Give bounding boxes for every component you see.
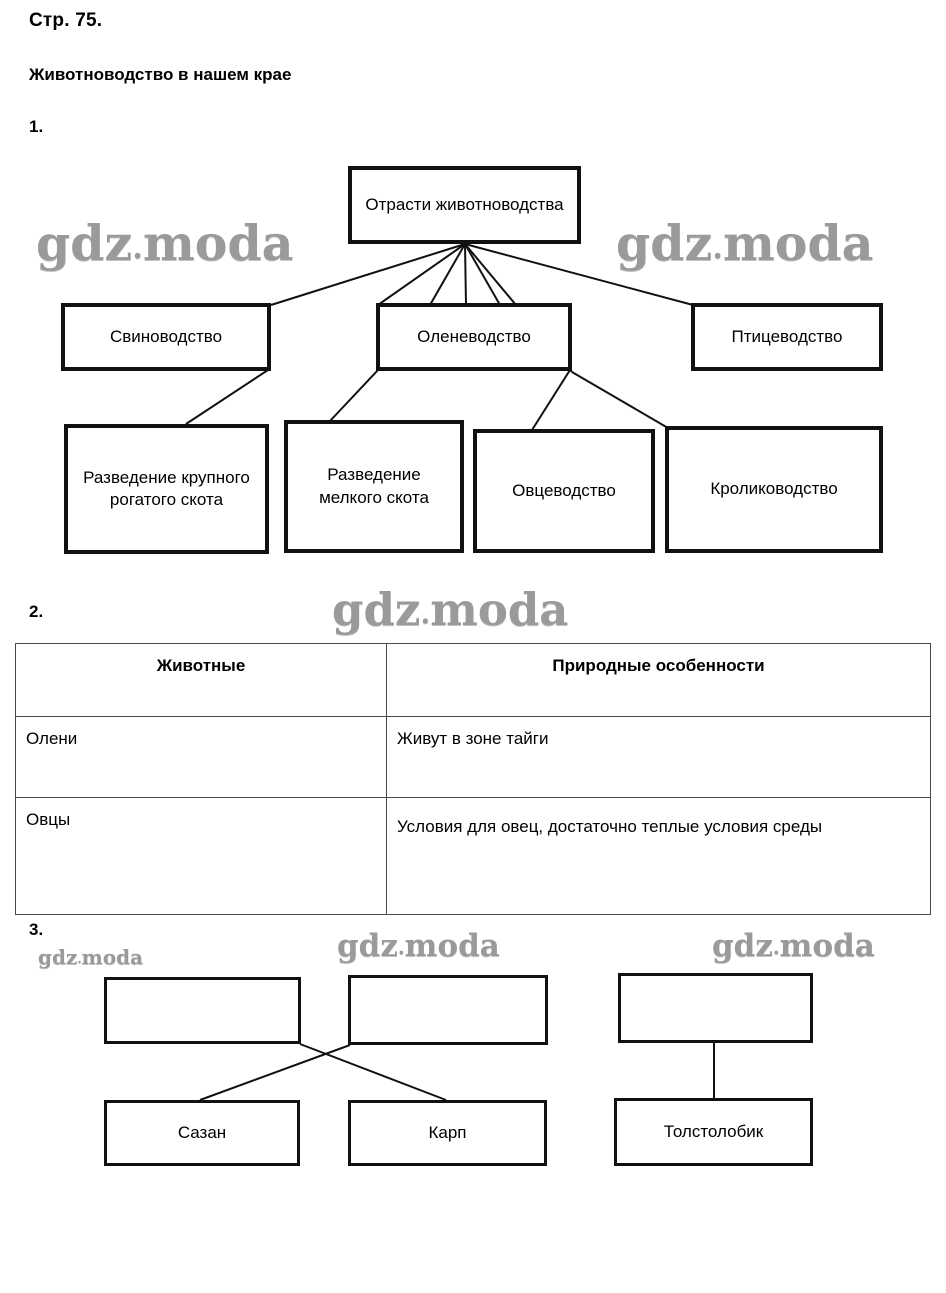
watermark-text-b: moda — [430, 583, 569, 636]
watermark-text-a: gdz — [616, 214, 713, 272]
watermark-dot-a: . — [712, 229, 723, 266]
edge-root-to-krs — [377, 243, 466, 306]
diagram-node-root: Отрасти животноводства — [348, 166, 581, 244]
watermark-text-b: moda — [404, 928, 500, 964]
watermark-gdz-moda: gdz.moda — [616, 214, 873, 272]
watermark-gdz-moda: gdz.moda — [332, 583, 568, 636]
table-cell-animal: Олени — [15, 716, 387, 798]
diagram3-empty-box-3[interactable] — [618, 973, 813, 1043]
table-row: Овцы Условия для овец, достаточно теплые… — [15, 797, 931, 915]
diagram3-node-karp: Карп — [348, 1100, 547, 1166]
watermark-dot-a: . — [132, 229, 143, 266]
diagram3-empty-box-1[interactable] — [104, 977, 301, 1044]
watermark-text-a: gdz — [36, 214, 133, 272]
edge-box-b-to-sazan — [199, 1044, 351, 1101]
diagram-node-krupnyj-skot: Разведение крупного рогатого скота — [64, 424, 269, 554]
watermark-dot-a: . — [77, 951, 82, 967]
edge-svinovodstvo-to-krs — [185, 369, 269, 425]
diagram-node-krolikovodstvo: Кролиководство — [665, 426, 883, 553]
diagram-node-olenevodstvo: Оленеводство — [376, 303, 572, 371]
diagram-node-svinovodstvo: Свиноводство — [61, 303, 271, 371]
edge-olenevodstvo-to-mrs — [329, 369, 379, 422]
diagram3-node-tolstolobik: Толстолобик — [614, 1098, 813, 1166]
watermark-text-b: moda — [779, 928, 875, 964]
diagram3-node-sazan: Сазан — [104, 1100, 300, 1166]
table-row: Олени Живут в зоне тайги — [15, 716, 931, 798]
watermark-gdz-moda: gdz.moda — [38, 945, 143, 969]
table-header-row: Животные Природные особенности — [15, 643, 931, 717]
watermark-text-b: moda — [142, 214, 294, 272]
watermark-text-b: moda — [81, 945, 144, 969]
edge-root-to-ovcevodstvo — [464, 243, 501, 306]
question-number-3: 3. — [29, 920, 44, 939]
animals-table: Животные Природные особенности Олени Жив… — [15, 643, 931, 915]
page-number: Стр. 75. — [29, 10, 103, 31]
watermark-text-a: gdz — [337, 928, 398, 964]
watermark-text-a: gdz — [38, 945, 78, 969]
edge-root-to-mrs — [429, 243, 466, 306]
watermark-text-a: gdz — [712, 928, 773, 964]
page-title: Животноводство в нашем крае — [29, 65, 292, 84]
edge-box-a-to-karp — [299, 1043, 447, 1101]
diagram-node-pticevodstvo: Птицеводство — [691, 303, 883, 371]
watermark-gdz-moda: gdz.moda — [712, 928, 875, 964]
question-number-2: 2. — [29, 602, 44, 621]
edge-olenevodstvo-to-ovcevodstvo — [531, 369, 571, 431]
watermark-gdz-moda: gdz.moda — [36, 214, 293, 272]
watermark-text-a: gdz — [332, 583, 421, 636]
table-cell-features: Живут в зоне тайги — [386, 716, 931, 798]
watermark-text-b: moda — [722, 214, 874, 272]
table-header-features: Природные особенности — [386, 643, 931, 717]
watermark-dot-a: . — [397, 936, 405, 960]
table-cell-animal: Овцы — [15, 797, 387, 915]
question-number-1: 1. — [29, 117, 44, 136]
diagram-node-melkij-skot: Разведение мелкого скота — [284, 420, 464, 553]
diagram-node-ovcevodstvo: Овцеводство — [473, 429, 655, 553]
edge-root-to-olenevodstvo — [464, 243, 467, 306]
watermark-dot-a: . — [772, 936, 780, 960]
table-cell-features: Условия для овец, достаточно теплые усло… — [386, 797, 931, 915]
watermark-dot-a: . — [420, 596, 431, 630]
watermark-gdz-moda: gdz.moda — [337, 928, 500, 964]
table-header-animals: Животные — [15, 643, 387, 717]
edge-to-krolikovodstvo — [571, 371, 669, 429]
diagram3-empty-box-2[interactable] — [348, 975, 548, 1045]
edge-root-to-svinovodstvo — [270, 243, 466, 306]
